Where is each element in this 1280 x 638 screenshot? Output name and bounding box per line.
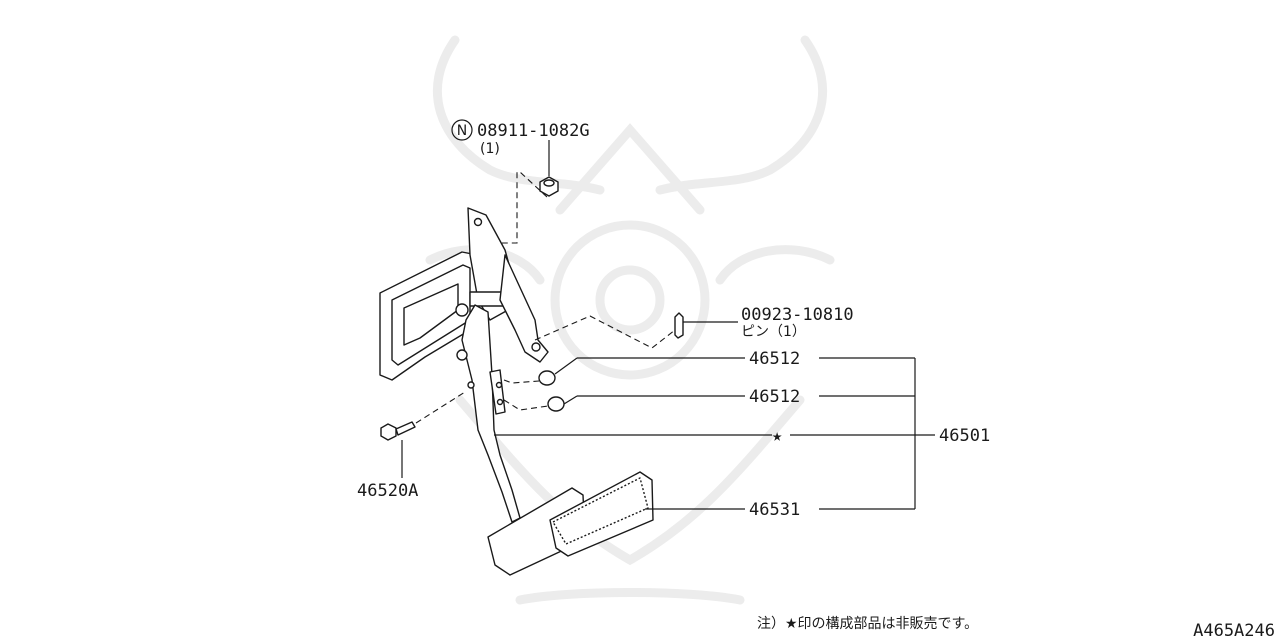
footer-note: 注）★印の構成部品は非販売です。 [757,616,978,632]
pin-dash-line [534,315,676,349]
stopper-dash-lines [503,379,549,411]
label-stopper-2: 46512 [749,387,800,407]
label-nut-qty: (1) [480,141,500,157]
nut-dash-line [495,171,548,244]
label-bolt: 46520A [357,481,418,501]
bolt [380,421,416,441]
stopper-46512-upper [538,370,556,386]
pedal-pad-46531 [549,471,654,557]
diagram-code: A465A246 [1193,621,1275,638]
label-pad: 46531 [749,500,800,520]
stopper-46512-lower [547,396,565,412]
label-pin-part: 00923-10810 [741,305,854,325]
star-icon: ★ [772,426,782,446]
label-stopper-1: 46512 [749,349,800,369]
pedal-arm [456,304,521,523]
leader-lines [401,140,935,510]
label-nut-part: 08911-1082G [477,121,590,141]
pin [674,312,684,339]
label-pedal-assy: 46501 [939,426,990,446]
label-pin-desc: ピン（1） [741,324,806,340]
nut [539,176,559,197]
circle-n-mark: N [457,123,467,139]
circle-n-icon [451,119,473,141]
